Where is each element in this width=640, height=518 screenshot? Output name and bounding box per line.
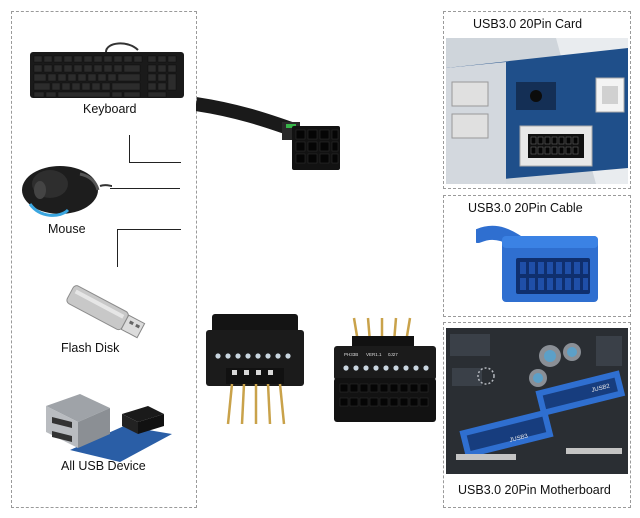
mouse-label: Mouse [48, 222, 86, 236]
keyboard-image [30, 42, 184, 98]
card-label: USB3.0 20Pin Card [473, 17, 583, 31]
all-usb-device-label: All USB Device [61, 459, 146, 473]
keyboard-connector-line-v [129, 135, 130, 163]
usb2-header-cable-image [196, 97, 340, 170]
cable-panel [443, 195, 631, 317]
usb3-cable-image [476, 225, 598, 302]
mb-port-b-label: JUSB3 [509, 433, 529, 443]
mouse-connector-line [110, 188, 180, 189]
flash-connector-line-h [117, 229, 181, 230]
mb-port-a-label: JUSB2 [591, 383, 611, 393]
flash-disk-image [66, 285, 146, 339]
adapter-print-version: VER1.1 [366, 352, 382, 357]
adapter-print-model: PH33B [344, 352, 358, 357]
keyboard-label: Keyboard [83, 102, 137, 116]
left-adapter-image [206, 314, 304, 425]
usb3-motherboard-image: JUSB2 JUSB3 [446, 328, 628, 474]
usb3-card-image [446, 38, 628, 184]
cable-label: USB3.0 20Pin Cable [468, 201, 583, 215]
adapter-print-id: 0J27 [388, 352, 398, 357]
motherboard-label: USB3.0 20Pin Motherboard [458, 483, 611, 497]
motherboard-panel [443, 322, 631, 508]
card-panel [443, 11, 631, 189]
usb-device-image [46, 394, 172, 462]
mouse-image [22, 166, 112, 217]
keyboard-connector-line-h [129, 162, 181, 163]
flash-connector-line-v [117, 229, 118, 267]
left-devices-panel [11, 11, 197, 508]
flash-disk-label: Flash Disk [61, 341, 120, 355]
right-adapter-image: PH33B VER1.1 0J27 [334, 317, 436, 422]
